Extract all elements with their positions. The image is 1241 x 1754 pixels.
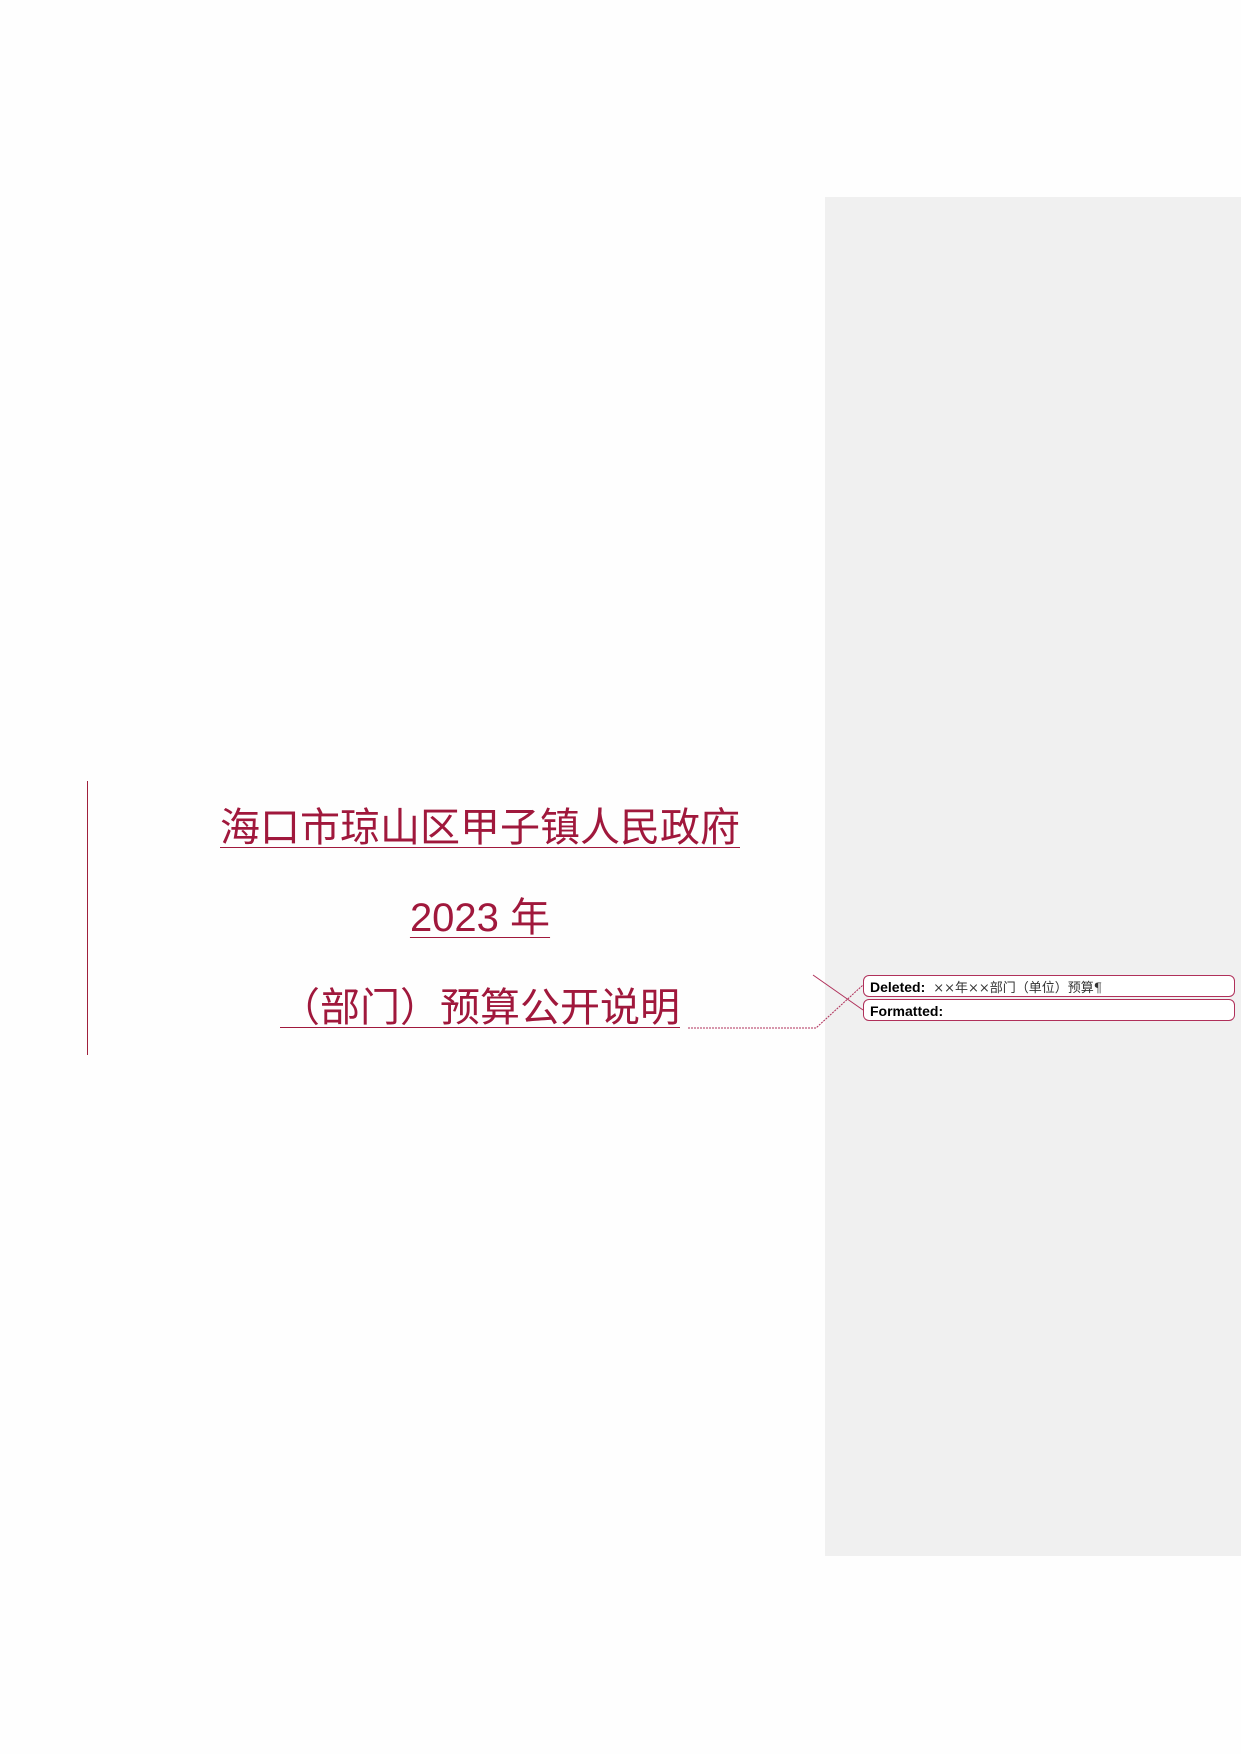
comment-text: ××年××部门（单位）预算¶: [933, 981, 1103, 996]
comment-label: Deleted:: [870, 979, 926, 995]
comment-deleted[interactable]: Deleted: ××年××部门（单位）预算¶: [863, 975, 1235, 997]
title-line-1: 海口市琼山区甲子镇人民政府: [220, 805, 740, 851]
comment-margin-panel: [825, 197, 1241, 1556]
comment-formatted[interactable]: Formatted:: [863, 999, 1235, 1021]
title-line-3: （部门）预算公开说明: [280, 985, 680, 1031]
title-line-2: 2023 年: [409, 896, 551, 940]
comment-label: Formatted:: [870, 1003, 944, 1019]
change-bar: [87, 781, 88, 1055]
